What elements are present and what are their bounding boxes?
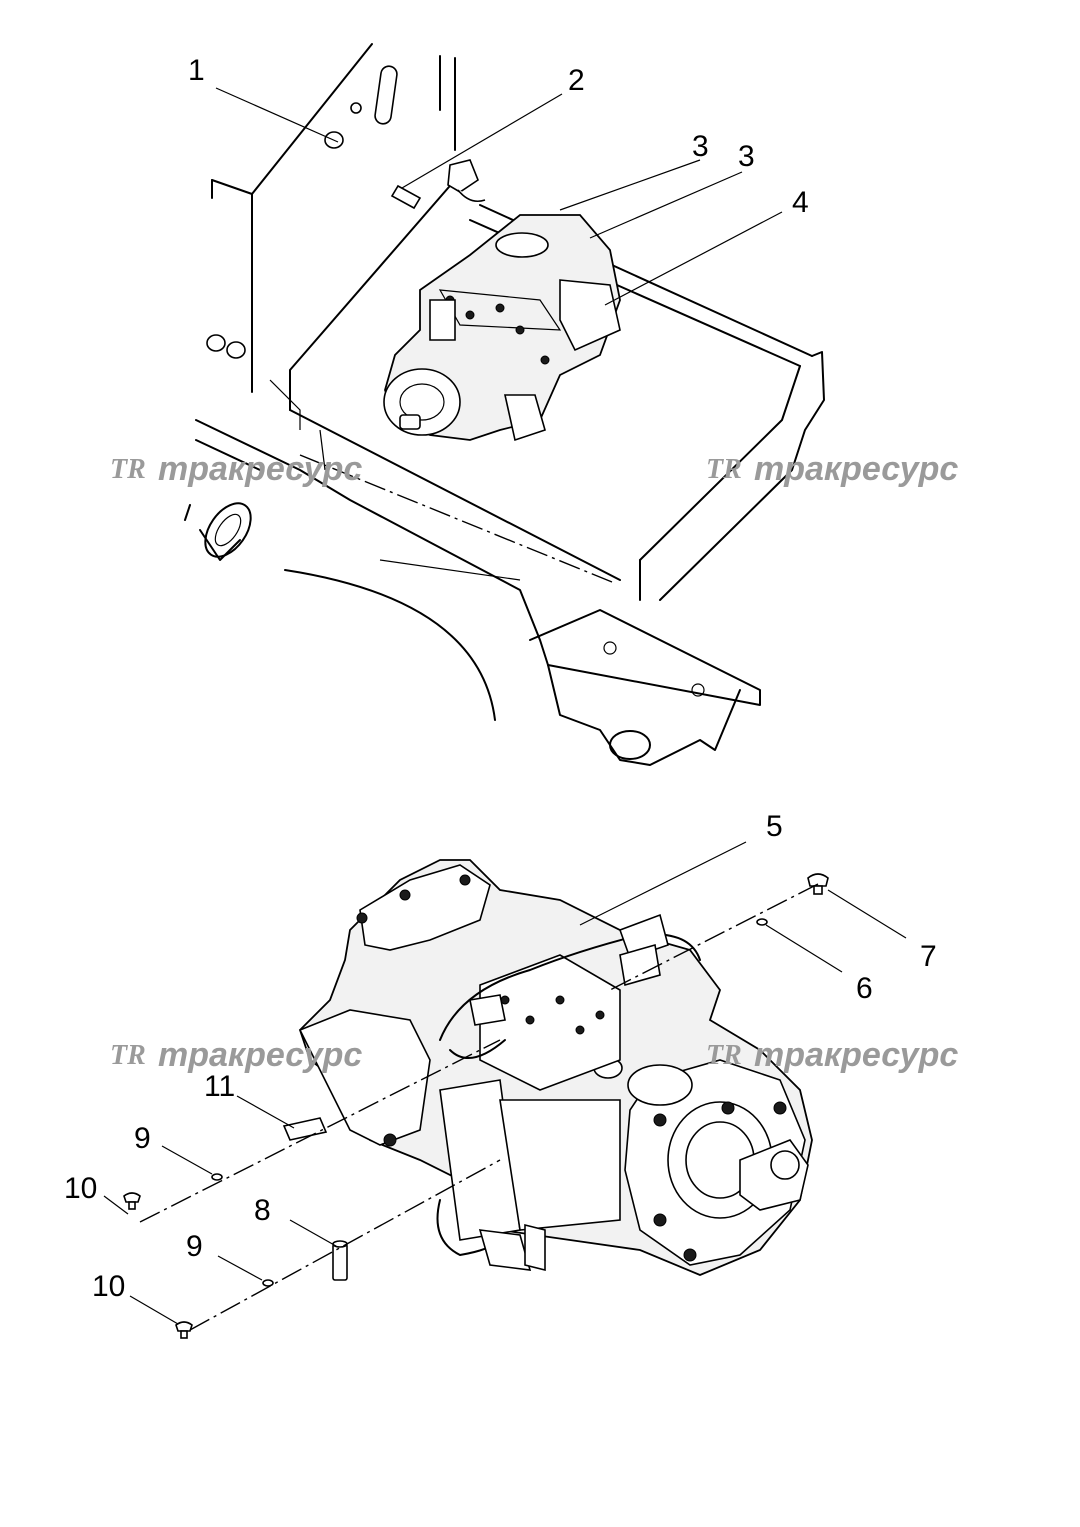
callout-4: 4: [792, 186, 809, 219]
callout-labels: 1 2 3 3 4 5 6 7 8 9 9 10 10 11: [64, 54, 937, 1303]
callout-8: 8: [254, 1194, 271, 1227]
pin-part-8: [332, 1240, 348, 1281]
upper-pump: [383, 214, 621, 442]
bolt-part-10a: [123, 1192, 141, 1210]
svg-text:TR: TR: [110, 454, 146, 485]
watermark-bottom-right: TR тракресурс: [706, 1036, 958, 1074]
callout-5: 5: [766, 810, 783, 843]
leaders-bottom: [103, 841, 907, 1325]
callout-10a: 10: [64, 1172, 97, 1205]
svg-text:тракресурс: тракресурс: [754, 1036, 958, 1074]
washer-part-6: [756, 918, 768, 926]
callout-2: 2: [568, 64, 585, 97]
callout-9b: 9: [186, 1230, 203, 1263]
fitting-part-1: [390, 184, 422, 210]
svg-text:тракресурс: тракресурс: [158, 450, 362, 488]
svg-text:тракресурс: тракресурс: [754, 450, 958, 488]
upper-frame-assembly: [184, 43, 825, 766]
callout-6: 6: [856, 972, 873, 1005]
svg-text:TR: TR: [706, 1040, 742, 1071]
watermark-top-right: TR тракресурс: [706, 450, 958, 488]
callout-3a: 3: [692, 130, 709, 163]
watermark-bottom-left: TR тракресурс: [110, 1036, 362, 1074]
svg-text:TR: TR: [110, 1040, 146, 1071]
callout-7: 7: [920, 940, 937, 973]
washer-part-9a: [211, 1173, 223, 1181]
svg-text:тракресурс: тракресурс: [158, 1036, 362, 1074]
callout-3b: 3: [738, 140, 755, 173]
callout-10b: 10: [92, 1270, 125, 1303]
lower-pump-assembly: [103, 841, 907, 1339]
washer-part-9b: [262, 1279, 274, 1287]
svg-text:TR: TR: [706, 454, 742, 485]
callout-1: 1: [188, 54, 205, 87]
bolt-part-10b: [175, 1321, 193, 1339]
callout-11: 11: [204, 1070, 235, 1103]
shim-part-11: [282, 1117, 328, 1141]
leaders-top: [215, 87, 783, 306]
callout-9a: 9: [134, 1122, 151, 1155]
watermark-top-left: TR тракресурс: [110, 450, 362, 488]
sensor-part-2: [447, 159, 486, 203]
bolt-part-7: [807, 873, 829, 895]
